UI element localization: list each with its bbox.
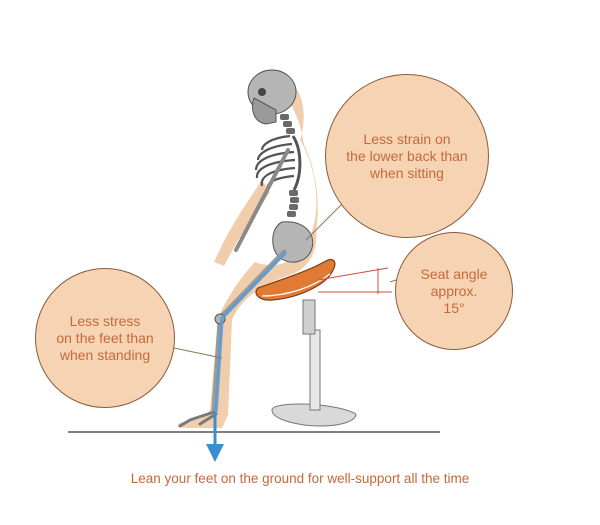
stool [271,299,357,427]
callout-lower-back: Less strain on the lower back than when … [325,74,489,238]
spine [280,114,299,217]
arm-bones [234,148,290,252]
saddle-seat [255,259,336,301]
callout-seat-angle-text: Seat angle approx. 15° [420,265,488,316]
callout-feet-text: Less stress on the feet than when standi… [56,312,154,363]
ground-force-arrow [206,412,224,462]
callout-feet: Less stress on the feet than when standi… [35,268,175,408]
body-silhouette [177,78,318,429]
leg-axis-line [214,250,288,413]
seat-angle-lines [317,267,392,294]
skull [247,69,297,125]
foot-bones [178,410,218,428]
ribcage [254,134,302,191]
callout-lower-back-text: Less strain on the lower back than when … [346,130,468,181]
callout-seat-angle: Seat angle approx. 15° [395,232,513,350]
diagram-caption: Lean your feet on the ground for well-su… [130,471,470,486]
